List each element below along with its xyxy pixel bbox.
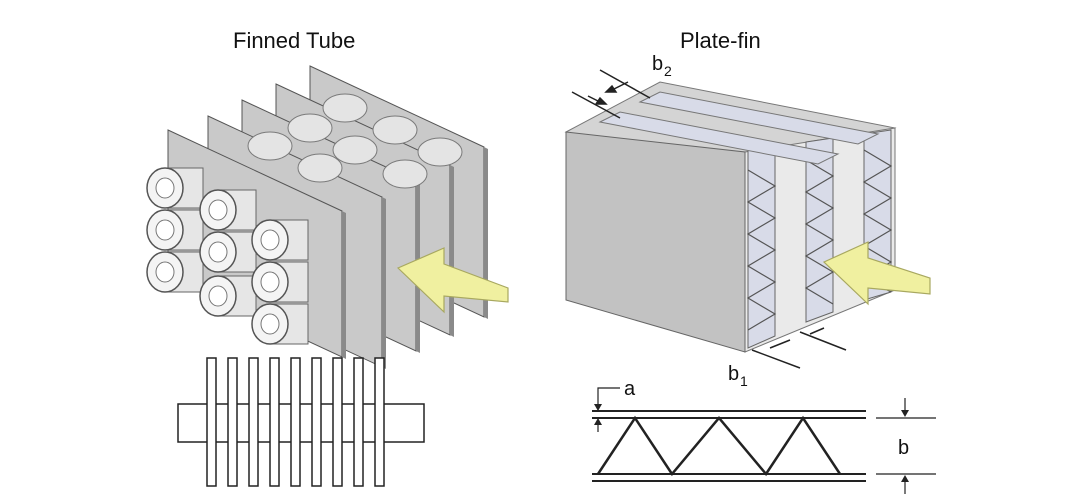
block-front	[565, 131, 746, 353]
tube-bump	[322, 93, 368, 123]
tube-bump	[297, 153, 343, 183]
tube-bump	[372, 115, 418, 145]
tube	[199, 231, 257, 273]
flow-arrow-icon	[822, 241, 931, 306]
tube	[251, 303, 309, 345]
dimension-b2	[571, 69, 651, 119]
tube-array	[146, 167, 309, 345]
arrowhead	[594, 404, 602, 411]
plate-fin-schematic	[592, 387, 936, 494]
schematic-arrowheads	[594, 404, 909, 482]
schematic-fin	[290, 357, 301, 487]
dimension-b1	[751, 327, 847, 369]
arrowhead	[594, 418, 602, 425]
corrugation-layer	[805, 137, 834, 323]
top-corrugation	[638, 91, 880, 145]
tube	[251, 261, 309, 303]
label-a: a	[624, 378, 636, 400]
dimension-line	[571, 91, 621, 119]
fin-zigzag	[596, 415, 842, 477]
fin-edge	[342, 211, 346, 359]
finned-tube-title: Finned Tube	[233, 28, 355, 53]
dimension-arrow	[769, 339, 791, 349]
schematic-fin	[374, 357, 385, 487]
arrowhead	[901, 410, 909, 417]
fin-edge	[382, 197, 386, 369]
tube	[251, 219, 309, 261]
finned-tube-illustration	[146, 65, 509, 369]
label-b: b	[898, 437, 909, 459]
label-b1: b	[728, 363, 739, 385]
finned-tube-schematic	[177, 357, 425, 487]
schematic-fin	[311, 357, 322, 487]
dimension-line	[751, 349, 801, 369]
arrowhead	[594, 96, 608, 105]
schematic-fin	[353, 357, 364, 487]
label-b2: b	[652, 53, 663, 75]
tube-bump	[247, 131, 293, 161]
dimension-line	[799, 331, 847, 351]
dimension-a-leader	[597, 387, 620, 410]
tube	[146, 251, 204, 293]
plate-fin-title: Plate-fin	[680, 28, 761, 53]
tube-bump	[332, 135, 378, 165]
dimension-arrow	[809, 327, 825, 335]
label-b1-subscript: 1	[740, 373, 748, 389]
tube	[199, 275, 257, 317]
fin-edge	[450, 165, 454, 337]
schematic-fin	[206, 357, 217, 487]
arrowhead	[604, 84, 618, 93]
tube	[146, 209, 204, 251]
schematic-fin	[227, 357, 238, 487]
top-corrugation	[598, 111, 840, 165]
corrugation-zigzag	[804, 159, 835, 305]
plate-fin-illustration: b 2 b 1	[564, 53, 931, 389]
flow-arrow-icon	[396, 247, 509, 314]
schematic-fin	[269, 357, 280, 487]
tube	[199, 189, 257, 231]
tube-bump	[382, 159, 428, 189]
schematic-fin	[248, 357, 259, 487]
tube-bump	[417, 137, 463, 167]
schematic-fin	[332, 357, 343, 487]
label-b2-subscript: 2	[664, 63, 672, 79]
tube	[146, 167, 204, 209]
fin-edge	[484, 147, 488, 319]
corrugation-zigzag	[746, 169, 777, 331]
tube-bump	[287, 113, 333, 143]
arrowhead	[901, 475, 909, 482]
